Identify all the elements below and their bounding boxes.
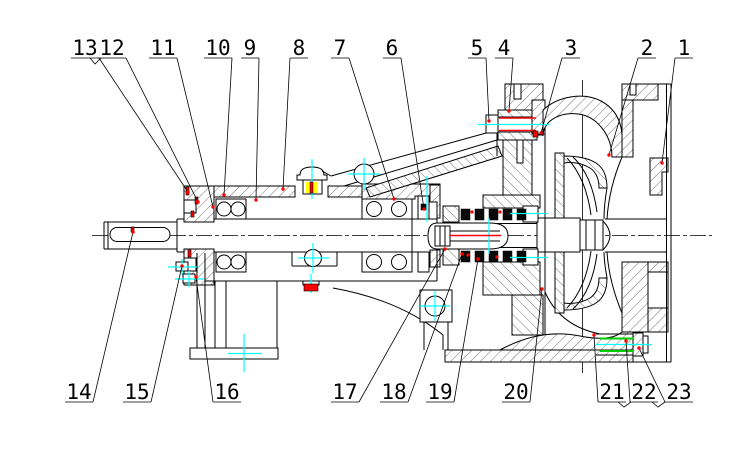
callout-target-dot-13: [186, 190, 190, 194]
callout-target-dot-9: [254, 198, 258, 202]
callout-label-15: 15: [124, 380, 149, 404]
callout-leader-17: [358, 248, 446, 403]
callout-label-2: 2: [641, 36, 654, 60]
shaft-keyway: [109, 227, 171, 242]
callout-target-dot-23: [637, 346, 641, 350]
callout-label-10: 10: [205, 36, 230, 60]
callout-label-16: 16: [214, 380, 239, 404]
callout-leader-2: [608, 57, 639, 156]
callout-target-dot-22: [624, 339, 628, 343]
callout-target-dot-12: [196, 200, 200, 204]
callout-label-3: 3: [565, 36, 578, 60]
casing-foot: [419, 289, 453, 350]
callout-target-dot-4: [507, 109, 511, 113]
callout-leader-4: [508, 57, 514, 112]
callout-label-20: 20: [503, 380, 528, 404]
frame-drain-plug: [303, 283, 319, 292]
callout-target-dot-16: [194, 275, 198, 279]
callout-label-19: 19: [427, 380, 452, 404]
seal-marks: [130, 117, 633, 352]
callout-label-22: 22: [631, 380, 656, 404]
callout-label-1: 1: [678, 36, 691, 60]
callout-leader-18: [407, 253, 463, 403]
callout-leader-15: [150, 265, 183, 403]
callout-target-dot-15: [180, 264, 184, 268]
cover-foot: [511, 294, 544, 336]
impeller: [554, 152, 608, 314]
volute-casing: [419, 83, 672, 363]
callout-leader-14: [92, 231, 134, 403]
callout-label-7: 7: [334, 36, 347, 60]
callout-leader-21: [593, 334, 599, 403]
gland: [442, 205, 460, 223]
callout-target-dot-14: [131, 230, 135, 234]
callout-target-dot-17: [443, 247, 447, 251]
callout-target-dot-21: [592, 333, 596, 337]
callout-leader-6: [400, 57, 425, 210]
callout-leader-7: [348, 57, 395, 200]
callout-leader-16: [195, 276, 214, 403]
impeller-nut: [579, 219, 604, 251]
callout-label-23: 23: [666, 380, 691, 404]
callout-label-5: 5: [471, 36, 484, 60]
callout-leader-10: [223, 57, 233, 196]
wear-ring-groove: [649, 157, 669, 196]
callout-underline-breaks: [89, 57, 666, 408]
pump-shaft: [103, 217, 611, 253]
callout-target-dot-18: [460, 252, 464, 256]
callout-leader-19: [453, 258, 479, 403]
callout-target-dot-1: [660, 161, 664, 165]
callout-label-11: 11: [150, 36, 175, 60]
callout-label-12: 12: [99, 36, 124, 60]
callout-leader-13: [98, 57, 189, 193]
callout-label-8: 8: [293, 36, 306, 60]
callout-target-dot-7: [392, 197, 396, 201]
impeller-hub: [536, 217, 581, 253]
callout-leader-9: [255, 57, 260, 201]
callout-leader-12: [125, 57, 199, 203]
callout-label-13: 13: [72, 36, 97, 60]
callout-target-dot-8: [281, 187, 285, 191]
callout-label-14: 14: [66, 380, 91, 404]
callout-leader-11: [176, 57, 214, 208]
callout-label-9: 9: [244, 36, 257, 60]
callout-label-21: 21: [599, 380, 624, 404]
callout-leader-23: [638, 347, 666, 403]
callout-leader-22: [625, 340, 631, 403]
bearing-frame: [175, 166, 444, 360]
callout-target-dot-20: [540, 287, 544, 291]
callout-target-dot-11: [211, 205, 215, 209]
callout-label-17: 17: [332, 380, 357, 404]
callout-target-dot-19: [476, 257, 480, 261]
callout-label-6: 6: [386, 36, 399, 60]
volute-dome: [542, 95, 623, 158]
callout-target-dot-10: [222, 193, 226, 197]
callout-leader-8: [282, 57, 291, 190]
callout-leader-20: [529, 288, 543, 403]
callout-label-18: 18: [381, 380, 406, 404]
callout-target-dot-6: [422, 207, 426, 211]
callout-leader-3: [540, 57, 563, 134]
callout-leader-1: [661, 57, 676, 164]
callout-label-4: 4: [498, 36, 511, 60]
callout-leader-5: [485, 57, 490, 122]
callout-target-dot-2: [607, 153, 611, 157]
callout-target-dot-3: [539, 131, 543, 135]
callout-target-dot-5: [487, 119, 491, 123]
